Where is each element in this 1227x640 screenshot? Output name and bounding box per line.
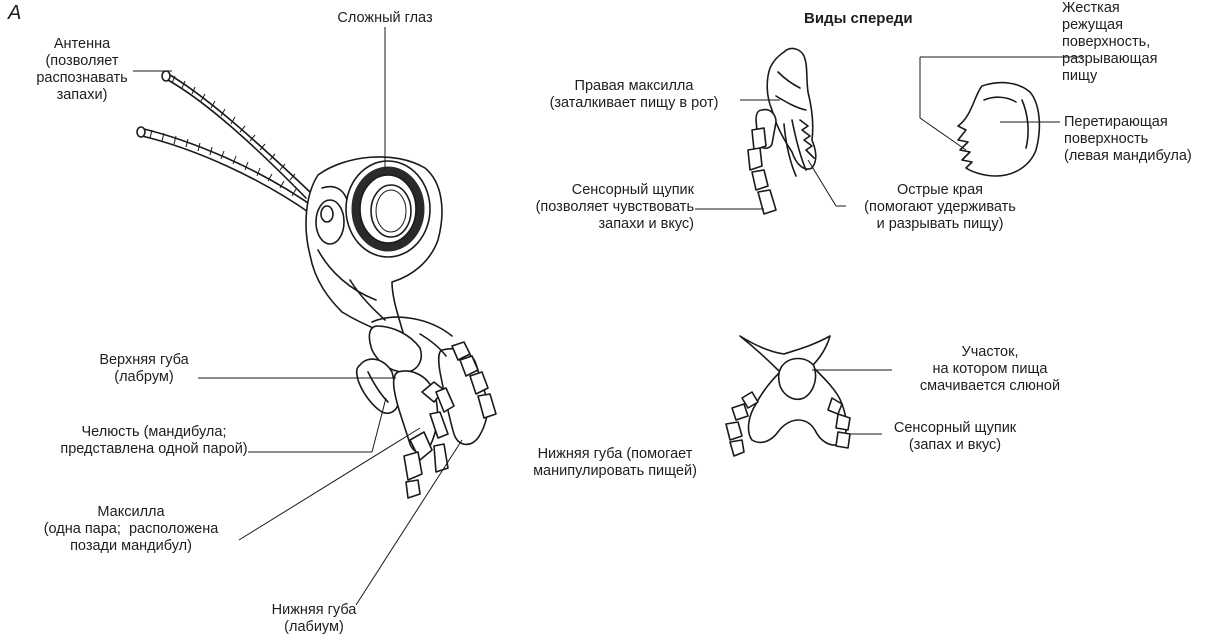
label-upper-lip: Верхняя губа (лабрум) [88,352,200,386]
label-sensory-palp-labium: Сенсорный щупик (запах и вкус) [880,420,1030,454]
panel-letter: А [8,5,21,22]
label-lower-lip: Нижняя губа (лабиум) [258,602,370,636]
label-saliva-area: Участок, на котором пища смачивается слю… [890,344,1090,395]
label-grinding-surface: Перетирающая поверхность (левая мандибул… [1064,114,1224,165]
label-mandible: Челюсть (мандибула; представлена одной п… [56,424,252,458]
right-maxilla-drawing [748,49,816,214]
compound-eye [346,161,430,257]
label-sharp-edges: Острые края (помогают удерживать и разры… [842,182,1038,233]
label-maxilla: Максилла (одна пара; расположена позади … [22,504,240,555]
label-hard-cutting-surface: Жесткая режущая поверхность, разрывающая… [1062,0,1222,85]
label-antenna: Антенна (позволяет распознавать запахи) [22,36,142,104]
label-right-maxilla: Правая максилла (заталкивает пищу в рот) [528,78,740,112]
left-mandible-drawing [958,83,1039,176]
front-views-heading: Виды спереди [804,10,913,27]
label-lower-lip-front: Нижняя губа (помогает манипулировать пищ… [506,446,724,480]
label-sensory-palp-maxilla: Сенсорный щупик (позволяет чувствовать з… [500,182,694,233]
labium-front-drawing [726,336,850,456]
antenna-upper [162,71,310,198]
antenna-lower [137,127,318,216]
label-compound-eye: Сложный глаз [320,10,450,27]
